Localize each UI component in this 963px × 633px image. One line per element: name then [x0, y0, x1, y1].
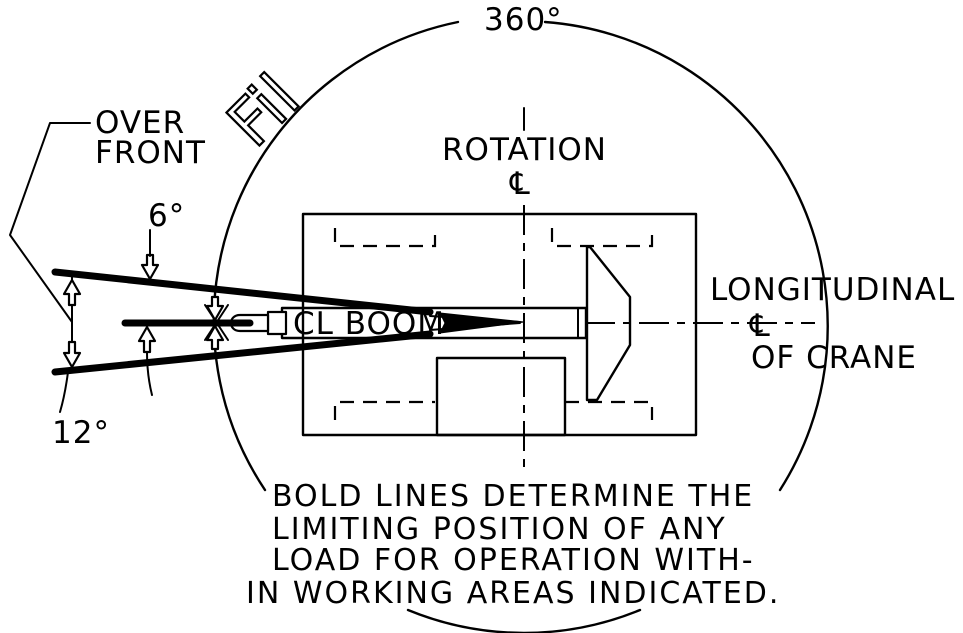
boom-x-marker [204, 304, 229, 341]
boom-arrow-line-1 [429, 315, 521, 323]
bold-limit-line-lower [51, 330, 434, 376]
note-line-1: BOLD LINES DETERMINE THE [272, 479, 754, 514]
note-line-4: IN WORKING AREAS INDICATED. [246, 576, 780, 611]
outrigger-pad-front-left [333, 228, 437, 248]
outrigger-pad-rear-right [565, 400, 654, 420]
boom-arrow-line-2 [429, 322, 521, 331]
angle-6-label: 6° [148, 198, 185, 234]
cl-boom-label: CL BOOM [293, 306, 445, 342]
leader-center-arrow [146, 351, 153, 396]
working-area-circle [212, 20, 460, 492]
arrow-6-degree [140, 253, 160, 281]
arrow-down-right [205, 295, 225, 322]
note-line-2: LIMITING POSITION OF ANY [272, 512, 727, 547]
working-area-circle-bottom [406, 608, 642, 633]
leader-12-degree [59, 371, 69, 413]
outrigger-pad-front-right [333, 400, 435, 420]
note-line-3: LOAD FOR OPERATION WITH- [272, 543, 755, 578]
watermark: Fil [213, 60, 315, 162]
crane-cab [435, 356, 567, 437]
bold-limit-line-upper [51, 268, 434, 316]
boom-tip-block [266, 310, 288, 336]
longitudinal-label: LONGITUDINAL [710, 272, 955, 308]
arrow-center-up [137, 325, 157, 354]
rotation-cl-symbol: ℄ [509, 166, 531, 202]
leader-over-front [9, 122, 91, 323]
working-area-circle-right [543, 20, 829, 492]
over-front-label-line2: FRONT [95, 135, 206, 171]
counterweight [585, 245, 632, 402]
longitudinal-cl-symbol: ℄ [749, 308, 771, 344]
arrow-up-left [62, 278, 82, 307]
watermark-text: Fil [214, 61, 314, 161]
angle-360-label: 360° [484, 2, 563, 38]
outrigger-pad-rear-left [550, 228, 654, 248]
arrow-up-right [205, 324, 225, 351]
of-crane-label: OF CRANE [751, 340, 917, 376]
arrow-down-left [62, 340, 82, 369]
rotation-label: ROTATION [442, 132, 607, 168]
over-front-label-line1: OVER [95, 105, 185, 141]
angle-12-label: 12° [52, 415, 110, 451]
